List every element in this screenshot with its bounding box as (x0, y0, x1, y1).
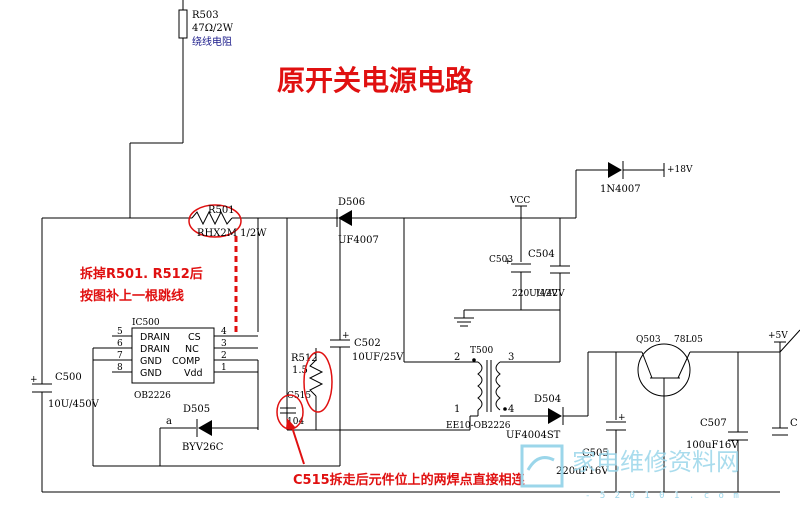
d504-ref: D504 (534, 394, 561, 405)
ic-pin-2: 2 (221, 351, 227, 361)
t500-pin4: 4 (508, 404, 514, 415)
r503-desc: 绕线电阻 (192, 35, 232, 48)
r512-value: 1.5 (292, 365, 308, 376)
t500-pin3: 3 (508, 352, 514, 363)
svg-text:+: + (504, 257, 512, 267)
ic-pin-drain-1: DRAIN (140, 332, 170, 343)
ic-pin-drain-2: DRAIN (140, 344, 170, 355)
c504-ref: C504 (528, 249, 555, 260)
ic500-right-pins (214, 335, 259, 430)
r503-value: 47Ω/2W (192, 23, 234, 34)
ic-pin-1: 1 (221, 363, 227, 373)
ic-pin-4: 4 (221, 327, 227, 337)
c-edge: C (790, 418, 798, 429)
c507-ref: C507 (700, 418, 727, 429)
d506-part: UF4007 (338, 235, 379, 246)
c505-ref: C505 (582, 448, 609, 459)
ground-symbol (454, 310, 474, 327)
ic-pin-3: 3 (221, 339, 227, 349)
c505-value: 220uF16V (556, 466, 609, 477)
r512-highlight (303, 351, 333, 413)
node-a: a (166, 416, 172, 427)
c500-value: 10U/450V (48, 399, 100, 410)
r512-ref: R512 (291, 353, 318, 364)
c515-capacitor (280, 407, 296, 414)
ic-pin-gnd-2: GND (140, 368, 162, 379)
d505-ref: D505 (183, 404, 210, 415)
r501-highlight (188, 204, 242, 238)
d504-diode (548, 407, 564, 425)
c515-highlight (276, 394, 304, 430)
ic-pin-8: 8 (117, 363, 123, 373)
r512-resistor (308, 359, 324, 397)
r501-ref: R501 (208, 205, 235, 216)
v5-label: +5V (768, 331, 788, 341)
page-title: 原开关电源电路 (277, 64, 474, 97)
ic-pin-cs: CS (188, 332, 201, 343)
q503-ref: Q503 (636, 335, 661, 345)
ic500-chip (131, 327, 215, 384)
t500-part: EE10-OB2226 (446, 421, 511, 431)
r503-resistor (129, 0, 188, 218)
ic500-ref: IC500 (132, 318, 160, 328)
r501-resistor (191, 210, 233, 226)
t500-ref: T500 (470, 346, 493, 356)
q503-regulator (637, 343, 691, 397)
svg-text:+: + (618, 413, 626, 423)
c504-capacitor (550, 265, 570, 274)
d505-part: BYV26C (182, 442, 224, 453)
c507-capacitor (728, 431, 748, 441)
ic-pin-6: 6 (117, 339, 123, 349)
c515-value: 104 (287, 417, 304, 427)
note-add-jumper: 按图补上一根跳线 (80, 288, 184, 304)
c500-ref: C500 (55, 372, 82, 383)
ic-pin-7: 7 (117, 351, 123, 361)
v18-label: +18V (667, 165, 693, 175)
note-c515: C515拆走后元件位上的两焊点直接相连 (293, 472, 526, 488)
q503-part: 78L05 (674, 335, 703, 345)
ic500-part: OB2226 (134, 391, 171, 401)
d-1n4007-diode (608, 161, 624, 179)
vcc-label: VCC (509, 196, 530, 206)
svg-text:+: + (342, 331, 350, 341)
ic-pin-comp: COMP (172, 356, 200, 367)
c502-ref: C502 (354, 338, 381, 349)
ic-pin-vdd: Vdd (184, 368, 203, 379)
ic-pin-nc: NC (185, 344, 199, 355)
t500-pin2: 2 (454, 352, 460, 363)
watermark-logo (520, 444, 564, 488)
watermark-url: - 5 2 0 1 0 1 . c o m (585, 491, 741, 501)
d506-ref: D506 (338, 197, 365, 208)
c507-value: 100uF16V (686, 440, 739, 451)
t500-pin1: 1 (454, 404, 460, 415)
c500-capacitor: + (30, 375, 52, 393)
note-remove-r501: 拆掉R501. R512后 (80, 266, 203, 282)
watermark-text: 家电维修资料网 (572, 448, 740, 476)
r503-ref: R503 (192, 10, 219, 21)
c504-value: U/42V (536, 289, 565, 299)
c515-ref: C515 (287, 391, 311, 401)
ic-pin-5: 5 (117, 327, 123, 337)
svg-text:+: + (30, 375, 38, 385)
c502-value: 10UF/25V (352, 352, 404, 363)
t500-transformer (472, 358, 507, 412)
d505-diode (196, 419, 212, 437)
d506-diode (336, 209, 576, 227)
d504-part: UF4004ST (506, 430, 561, 441)
c503-value: 220U/42V (512, 289, 558, 299)
ic-pin-gnd-1: GND (140, 356, 162, 367)
d-1n4007-part: 1N4007 (600, 184, 641, 195)
r501-value: RHX2M 1/2W (197, 228, 267, 239)
c515-arrow-head (286, 418, 296, 429)
c515-arrow-line (290, 423, 305, 465)
ic500-left-pins (92, 335, 132, 466)
c503-ref: C503 (489, 255, 513, 265)
